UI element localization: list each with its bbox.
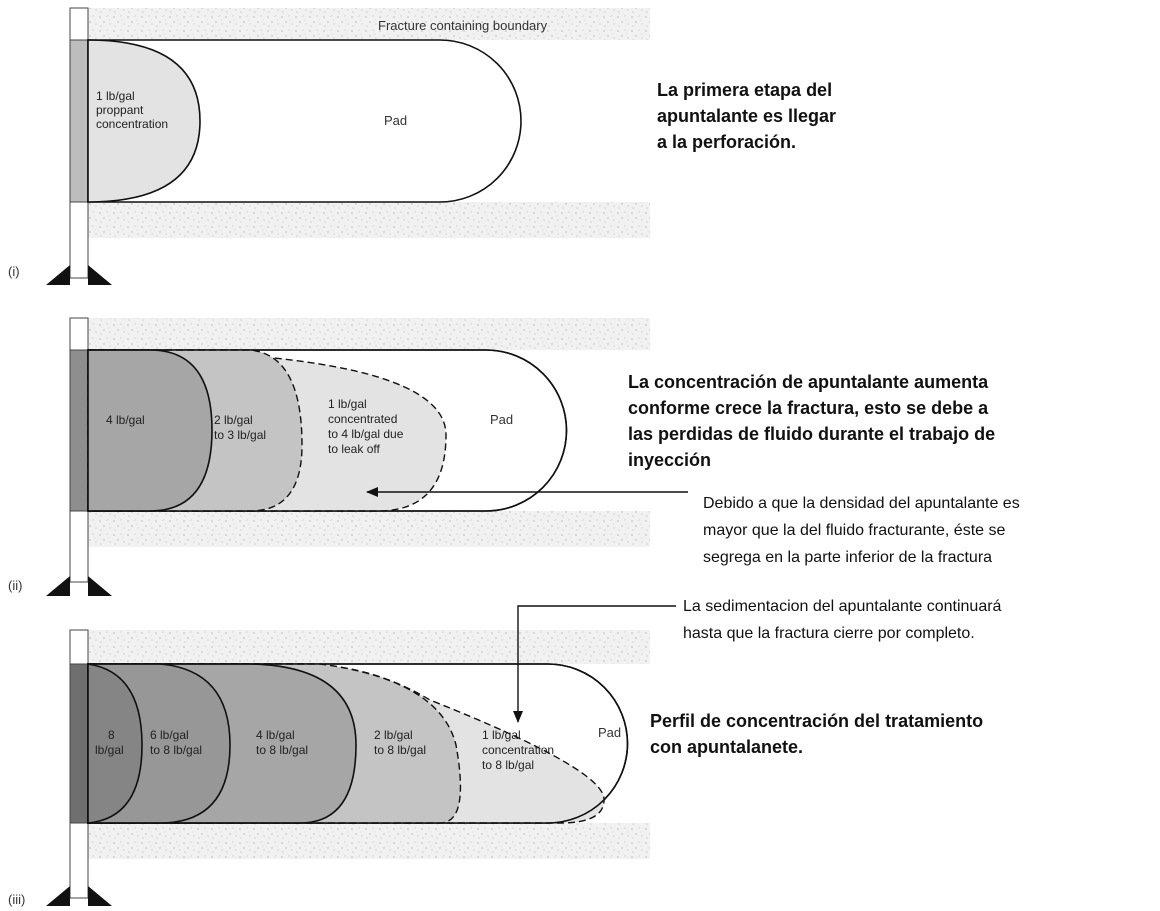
description-line: La concentración de apuntalante aumenta [628,372,989,392]
rock-layer-bottom [88,823,650,859]
proppant-stage-8lb [87,663,143,824]
stage-label: to 4 lb/gal due [328,427,404,441]
perforation-zone [69,349,89,512]
fracture-outline-edge [88,663,629,824]
description-line: apuntalante es llegar [657,106,836,126]
pad-label: Pad [598,725,621,740]
stage-label: to 8 lb/gal [150,743,202,757]
stage-label: 4 lb/gal [106,413,145,427]
description-line: inyección [628,450,711,470]
stage-label: proppant [96,103,144,117]
wellhead-left-marker [46,576,70,596]
fracture-outline [87,39,522,203]
rock-layer-top [88,8,650,40]
stage-label: to leak off [328,442,380,456]
sedimentation-arrow [513,605,676,723]
stage-label: 1 lb/gal [96,89,135,103]
stage-label: to 8 lb/gal [482,758,534,772]
wellhead-left-marker [46,265,70,285]
proppant-stage [87,39,201,203]
perforation-zone [69,663,89,824]
fracture-outline-edge [88,349,568,512]
description-line: a la perforación. [657,132,796,152]
pad-label: Pad [490,412,513,427]
note-line: Debido a que la densidad del apuntalante… [703,495,1020,512]
rock-layer-bottom [88,202,650,238]
boundary-label: Fracture containing boundary [378,18,548,33]
note-line: La sedimentacion del apuntalante continu… [683,598,1002,615]
wellhead-right-marker [88,576,112,596]
stage-label: to 8 lb/gal [256,743,308,757]
stage-label: concentrated [328,412,397,426]
stage-label: 4 lb/gal [256,728,295,742]
rock-layer-top [88,630,650,664]
stage-label: 1 lb/gal [482,728,521,742]
wellhead-right-marker [88,265,112,285]
description-line: Perfil de concentración del tratamiento [650,711,983,731]
note-line: mayor que la del fluido fracturante, ést… [703,522,1005,539]
rock-layer-top [88,318,650,350]
panel-2: (ii) 4 lb/gal 2 lb/gal to 3 lb/gal 1 lb/… [8,317,1020,596]
proppant-stage-4lb [87,349,213,512]
description-line: las perdidas de fluido durante el trabaj… [628,424,995,444]
stage-label: 2 lb/gal [374,728,413,742]
panel-3: (iii) 8 lb/gal 6 lb/gal to 8 lb/gal 4 lb… [8,598,1002,907]
stage-label: to 8 lb/gal [374,743,426,757]
stage-label: 8 [108,728,115,742]
stage-label: 1 lb/gal [328,397,367,411]
stage-label: 6 lb/gal [150,728,189,742]
note-line: hasta que la fractura cierre por complet… [683,625,975,642]
panel-1: (i) Fracture containing boundary 1 lb/ga… [8,7,836,285]
panel-label: (iii) [8,892,25,907]
stage-label: lb/gal [95,743,124,757]
wellhead-right-marker [88,886,112,906]
stage-label: concentration [482,743,554,757]
description-line: con apuntalanete. [650,737,803,757]
panel-label: (i) [8,264,20,279]
stage-label: 2 lb/gal [214,413,253,427]
pad-label: Pad [384,113,407,128]
rock-layer-bottom [88,511,650,547]
description-line: conforme crece la fractura, esto se debe… [628,398,989,418]
stage-label: concentration [96,117,168,131]
panel-label: (ii) [8,578,22,593]
wellhead-left-marker [46,886,70,906]
stage-label: to 3 lb/gal [214,428,266,442]
perforation-zone [69,39,89,203]
note-line: segrega en la parte inferior de la fract… [703,549,992,566]
description-line: La primera etapa del [657,80,832,100]
